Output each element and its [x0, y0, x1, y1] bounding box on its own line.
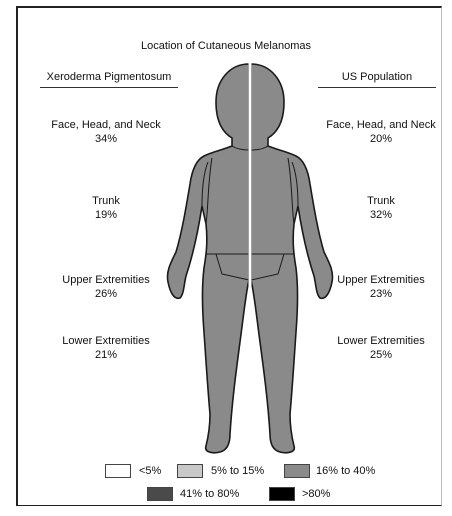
legend-swatch-lt5	[105, 464, 131, 478]
legend-swatch-5-15	[177, 464, 203, 478]
legend-swatch-41-80	[147, 487, 173, 501]
legend-label-5-15: 5% to 15%	[211, 465, 264, 477]
body-right-half	[251, 64, 333, 453]
legend-label-16-40: 16% to 40%	[316, 465, 375, 477]
body-silhouette	[150, 62, 350, 462]
legend-label-gt80: >80%	[302, 488, 330, 500]
figure-title: Location of Cutaneous Melanomas	[0, 40, 452, 52]
legend-label-41-80: 41% to 80%	[180, 488, 239, 500]
legend-swatch-16-40	[284, 464, 310, 478]
legend-swatch-gt80	[269, 487, 295, 501]
body-left-half	[167, 64, 249, 453]
legend-label-lt5: <5%	[139, 465, 161, 477]
body-shape	[167, 64, 249, 453]
